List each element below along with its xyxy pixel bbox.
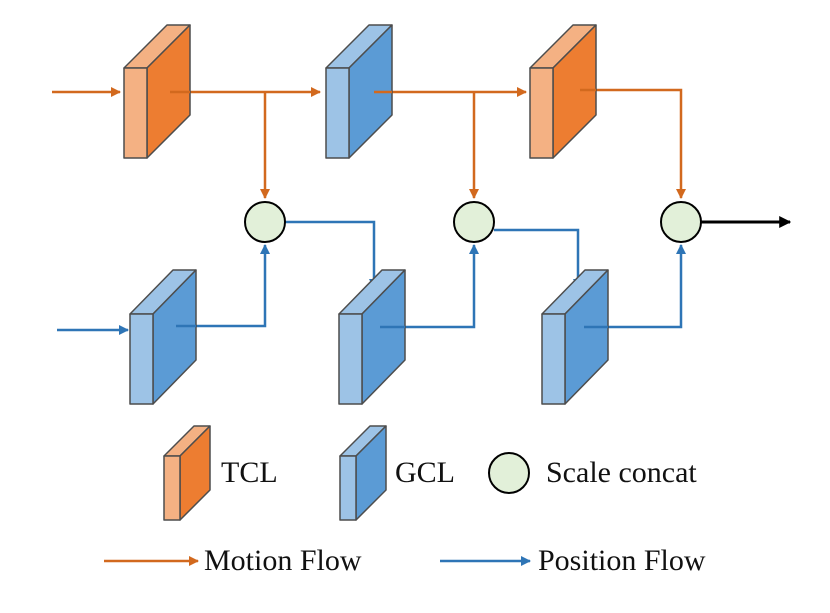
legend-tcl-icon-front bbox=[163, 455, 181, 521]
legend-concat-icon bbox=[488, 452, 530, 494]
motion-branch-3 bbox=[582, 88, 686, 199]
gcl-block-bottom-1-front bbox=[129, 313, 154, 405]
legend-tcl-icon bbox=[163, 425, 211, 521]
scale-concat-node-3 bbox=[660, 201, 702, 243]
tcl-block-2 bbox=[529, 24, 597, 159]
gcl-block-bottom-2 bbox=[338, 269, 406, 405]
position-up-1 bbox=[176, 244, 270, 328]
position-concat2-to-gcl3 bbox=[494, 228, 583, 289]
motion-front-segments bbox=[170, 88, 596, 94]
tcl-block-1 bbox=[123, 24, 191, 159]
tcl-block-1-front bbox=[123, 67, 148, 159]
gcl-block-bottom-2-front bbox=[338, 313, 363, 405]
tcl-block-2-front bbox=[529, 67, 554, 159]
position-flow-lines bbox=[57, 220, 686, 335]
legend-gcl-icon bbox=[339, 425, 387, 521]
gcl-block-bottom-3 bbox=[541, 269, 609, 405]
position-up-3 bbox=[584, 244, 686, 329]
position-front-segments bbox=[176, 324, 608, 329]
legend-gcl-label: GCL bbox=[395, 456, 455, 489]
motion-flow-lines bbox=[52, 87, 686, 199]
position-concat1-to-gcl2 bbox=[285, 220, 379, 289]
gcl-block-bottom-1 bbox=[129, 269, 197, 405]
scale-concat-node-1 bbox=[244, 201, 286, 243]
legend-concat-label: Scale concat bbox=[546, 456, 697, 489]
position-up-2 bbox=[380, 244, 479, 329]
legend-position-label: Position Flow bbox=[538, 544, 706, 577]
legend-tcl-label: TCL bbox=[221, 456, 278, 489]
legend-motion-label: Motion Flow bbox=[204, 544, 362, 577]
gcl-block-top bbox=[325, 24, 393, 159]
gcl-block-bottom-3-front bbox=[541, 313, 566, 405]
scale-concat-node-2 bbox=[453, 201, 495, 243]
gcl-block-top-front bbox=[325, 67, 350, 159]
legend-gcl-icon-front bbox=[339, 455, 357, 521]
